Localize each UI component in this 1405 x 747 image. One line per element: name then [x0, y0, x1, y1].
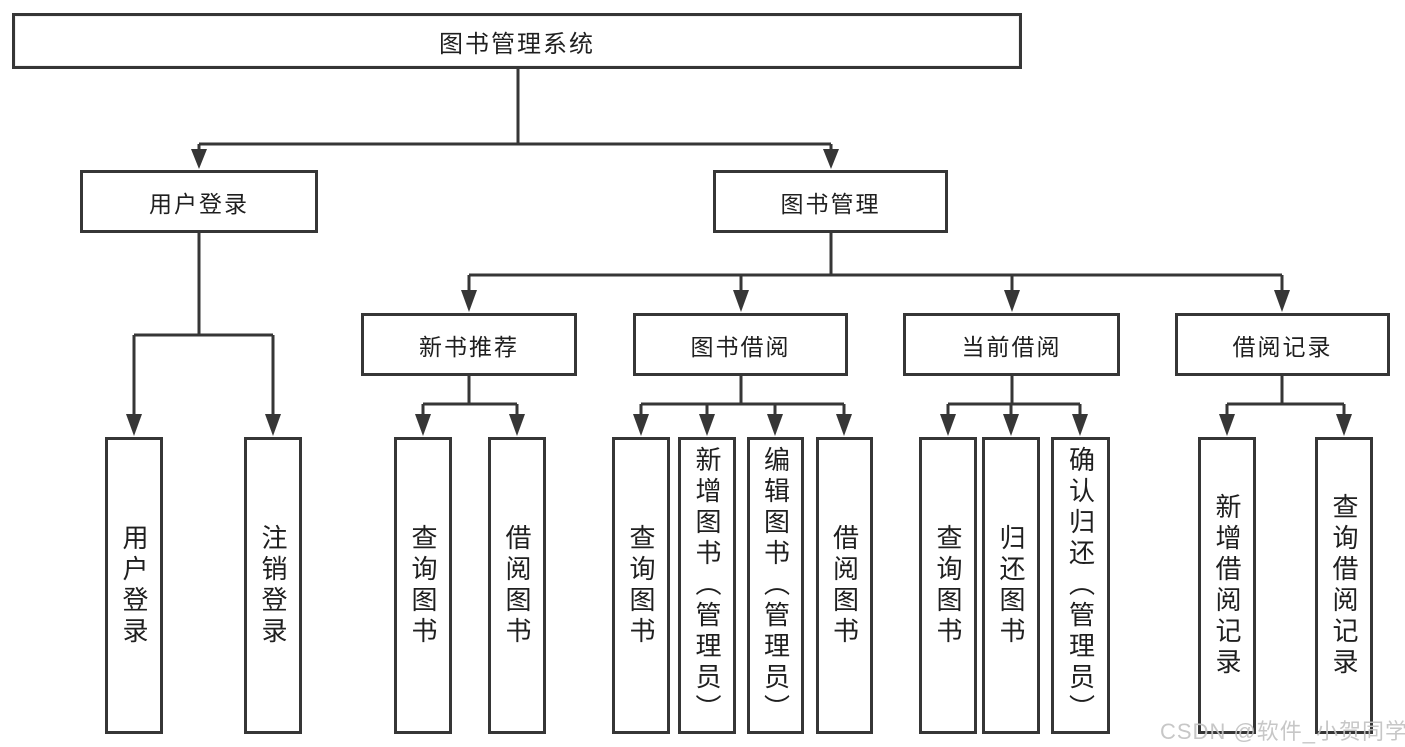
- node-book-management-branch: 图书管理: [713, 170, 948, 233]
- leaf-query-books-borrow-label: 查询图书: [626, 523, 656, 648]
- leaf-query-borrow-record-label: 查询借阅记录: [1329, 492, 1359, 679]
- node-new-book-recommend: 新书推荐: [361, 313, 577, 376]
- node-current-borrow: 当前借阅: [903, 313, 1120, 376]
- leaf-borrow-books-recommend: 借阅图书: [488, 437, 546, 734]
- leaf-borrow-books-2: 借阅图书: [816, 437, 873, 734]
- leaf-edit-book-admin: 编辑图书（管理员）: [747, 437, 804, 734]
- leaf-add-book-admin: 新增图书（管理员）: [678, 437, 736, 734]
- leaf-confirm-return-admin-label: 确认归还（管理员）: [1065, 446, 1096, 725]
- leaf-return-book: 归还图书: [982, 437, 1040, 734]
- leaf-user-login: 用户登录: [105, 437, 163, 734]
- node-user-login-branch: 用户登录: [80, 170, 318, 233]
- leaf-logout-label: 注销登录: [258, 523, 288, 648]
- leaf-query-books-current-label: 查询图书: [933, 523, 963, 648]
- leaf-query-books-current: 查询图书: [919, 437, 977, 734]
- node-borrow-records: 借阅记录: [1175, 313, 1390, 376]
- node-root: 图书管理系统: [12, 13, 1022, 69]
- node-user-login-branch-label: 用户登录: [149, 190, 249, 217]
- node-root-label: 图书管理系统: [439, 30, 595, 58]
- leaf-user-login-label: 用户登录: [119, 523, 149, 648]
- leaf-query-books-borrow: 查询图书: [612, 437, 670, 734]
- node-book-borrow-label: 图书借阅: [690, 333, 791, 360]
- csdn-watermark: CSDN @软件_小贺同学: [1160, 719, 1405, 744]
- node-book-management-branch-label: 图书管理: [780, 190, 881, 217]
- leaf-edit-book-admin-label: 编辑图书（管理员）: [760, 446, 791, 725]
- leaf-borrow-books-2-label: 借阅图书: [829, 523, 860, 648]
- leaf-confirm-return-admin: 确认归还（管理员）: [1051, 437, 1110, 734]
- leaf-borrow-books-recommend-label: 借阅图书: [502, 523, 532, 648]
- leaf-logout: 注销登录: [244, 437, 302, 734]
- leaf-query-books-recommend-label: 查询图书: [408, 523, 438, 648]
- node-current-borrow-label: 当前借阅: [961, 333, 1062, 360]
- node-book-borrow: 图书借阅: [633, 313, 848, 376]
- arrowheads: [126, 149, 1352, 436]
- leaf-query-books-recommend: 查询图书: [394, 437, 452, 734]
- leaf-return-book-label: 归还图书: [996, 523, 1026, 648]
- leaf-add-borrow-record-label: 新增借阅记录: [1212, 492, 1242, 679]
- leaf-add-borrow-record: 新增借阅记录: [1198, 437, 1256, 734]
- node-new-book-recommend-label: 新书推荐: [419, 333, 519, 360]
- leaf-add-book-admin-label: 新增图书（管理员）: [692, 446, 722, 725]
- leaf-query-borrow-record: 查询借阅记录: [1315, 437, 1373, 734]
- node-borrow-records-label: 借阅记录: [1232, 333, 1333, 360]
